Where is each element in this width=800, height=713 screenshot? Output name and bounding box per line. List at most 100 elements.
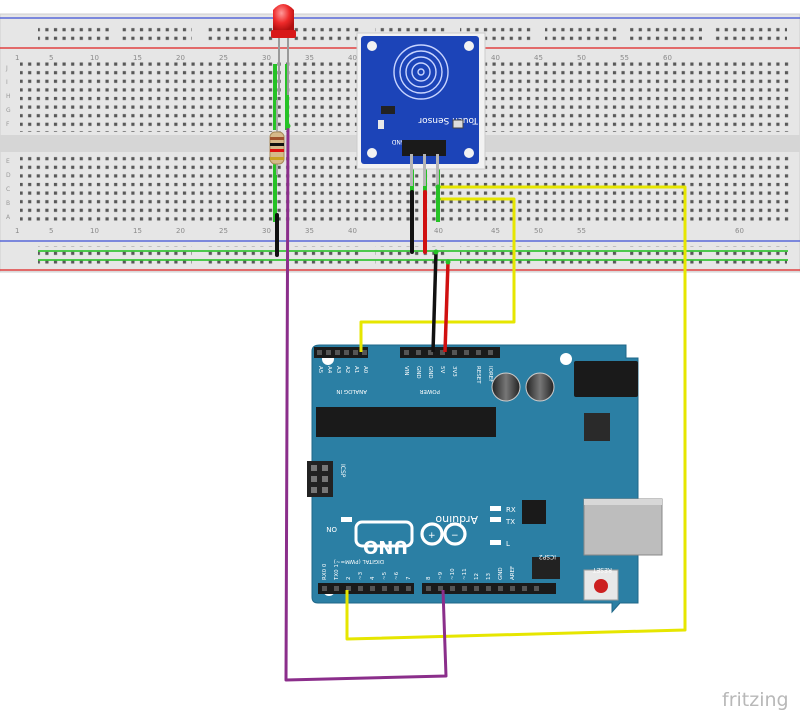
mounting-hole [464, 41, 474, 51]
resistor-band [270, 149, 284, 152]
mounting-hole [560, 353, 572, 365]
voltage-regulator [584, 413, 610, 441]
power-pin-label: GND [427, 366, 433, 379]
resistor[interactable] [269, 100, 285, 175]
col-num-bottom: 40 [348, 227, 357, 235]
wire-sig-to-pin2[interactable] [345, 185, 687, 641]
col-num-bottom: 20 [176, 227, 185, 235]
col-num-top: 5 [49, 54, 53, 62]
mounting-hole [464, 148, 474, 158]
arduino-brand: Arduino [435, 513, 478, 526]
digital-pin-label: 4 [370, 576, 376, 580]
digital-pin-label: ~11 [462, 568, 468, 580]
digital-pin-label: ~9 [438, 571, 444, 580]
col-num-bottom: 5 [49, 227, 53, 235]
digital-pin-label: 7 [406, 576, 412, 580]
wire-gnd[interactable] [431, 251, 438, 353]
capacitor [525, 372, 555, 402]
col-num-bottom: 45 [491, 227, 500, 235]
uno-label: UNO [363, 536, 408, 557]
col-num-top: 25 [219, 54, 228, 62]
resistor-band [270, 157, 284, 160]
row-letter: G [6, 107, 11, 114]
analog-pin-label: A0 [362, 366, 368, 374]
reset-label: RESET [592, 566, 612, 573]
mounting-hole [367, 148, 377, 158]
wire-5v[interactable] [443, 261, 450, 353]
analog-pin-label: A5 [317, 366, 323, 374]
power-header [400, 347, 500, 358]
col-num-bottom: 25 [219, 227, 228, 235]
sensor-pin-gnd [436, 154, 439, 186]
sensor-board [361, 36, 479, 164]
sensor-smd [378, 120, 384, 129]
col-num-top: 40 [348, 54, 357, 62]
analog-pin-label: A3 [335, 366, 341, 374]
wire-led-to-pin9[interactable] [284, 125, 448, 682]
sensor-pin-vcc [423, 154, 426, 186]
analog-pin-label: A2 [344, 366, 350, 373]
col-num-bottom: 15 [133, 227, 142, 235]
reset-button-cap [594, 579, 608, 593]
col-num-top: 10 [90, 54, 99, 62]
sensor-label: Touch Sensor [418, 115, 479, 125]
power-pin-label: 5V [439, 366, 445, 373]
arduino-uno-board[interactable]: A5 A4 A3 A2 A1 A0 ANALOG IN VIN GND GND … [307, 344, 663, 614]
col-num-bottom: 30 [262, 227, 271, 235]
col-num-top: 45 [534, 54, 543, 62]
row-letter: C [6, 186, 10, 193]
tx-label: TX [505, 518, 515, 526]
col-num-bottom: 55 [577, 227, 586, 235]
fritzing-watermark: fritzing [722, 689, 789, 711]
digital-label: DIGITAL (PWM=~) [334, 558, 384, 564]
digital-pin-label: RX0 0 [322, 563, 328, 580]
on-label: ON [326, 525, 337, 533]
red-led[interactable] [271, 4, 296, 95]
infinity-minus: − [451, 531, 459, 541]
power-label: POWER [419, 388, 440, 394]
resistor-band [270, 143, 284, 146]
col-num-bottom: 60 [735, 227, 744, 235]
col-num-bottom: 50 [534, 227, 543, 235]
col-num-top: 40 [491, 54, 500, 62]
l-label: L [506, 540, 510, 548]
led-dome [273, 4, 294, 30]
sensor-header [402, 140, 446, 156]
power-pin-label: 3V3 [451, 366, 457, 377]
on-led [341, 517, 352, 522]
col-num-bottom: 10 [90, 227, 99, 235]
col-num-top: 15 [133, 54, 142, 62]
col-num-bottom: 1 [15, 227, 19, 235]
row-letter: I [6, 79, 8, 86]
icsp2-label: ICSP2 [539, 553, 556, 560]
led-rim [271, 30, 296, 38]
digital-pin-label: 13 [486, 573, 492, 580]
row-letter: H [6, 93, 11, 100]
analog-in-label: ANALOG IN [336, 388, 367, 394]
row-letter: E [6, 158, 10, 165]
digital-pin-label: TX0 1 [334, 564, 340, 581]
row-letter: A [6, 214, 11, 221]
col-num-top: 35 [305, 54, 314, 62]
power-jack [574, 361, 638, 397]
col-num-bottom: 40 [434, 227, 443, 235]
col-num-bottom: 35 [305, 227, 314, 235]
col-num-top: 55 [620, 54, 629, 62]
wire-sensor-to-a1[interactable] [359, 197, 516, 352]
touch-sensor-module[interactable]: Touch Sensor SIG VCC GND [356, 32, 486, 186]
capacitor [491, 372, 521, 402]
digital-pin-label: 8 [426, 576, 432, 580]
row-letter: D [6, 172, 11, 179]
power-pin-label: IOREF [487, 366, 493, 382]
touch-pad-icon [393, 44, 449, 100]
sensor-pin-sig [410, 154, 413, 186]
digital-pin-label: GND [498, 567, 504, 580]
row-letters: J I H G F E D C B A [5, 65, 11, 221]
row-letter: B [6, 200, 10, 207]
icsp-label: ICSP [339, 464, 346, 478]
analog-pin-label: A1 [353, 366, 359, 373]
wire-endpoints [285, 123, 451, 265]
usb-chip [522, 500, 546, 524]
digital-pin-label: ~5 [382, 571, 388, 580]
